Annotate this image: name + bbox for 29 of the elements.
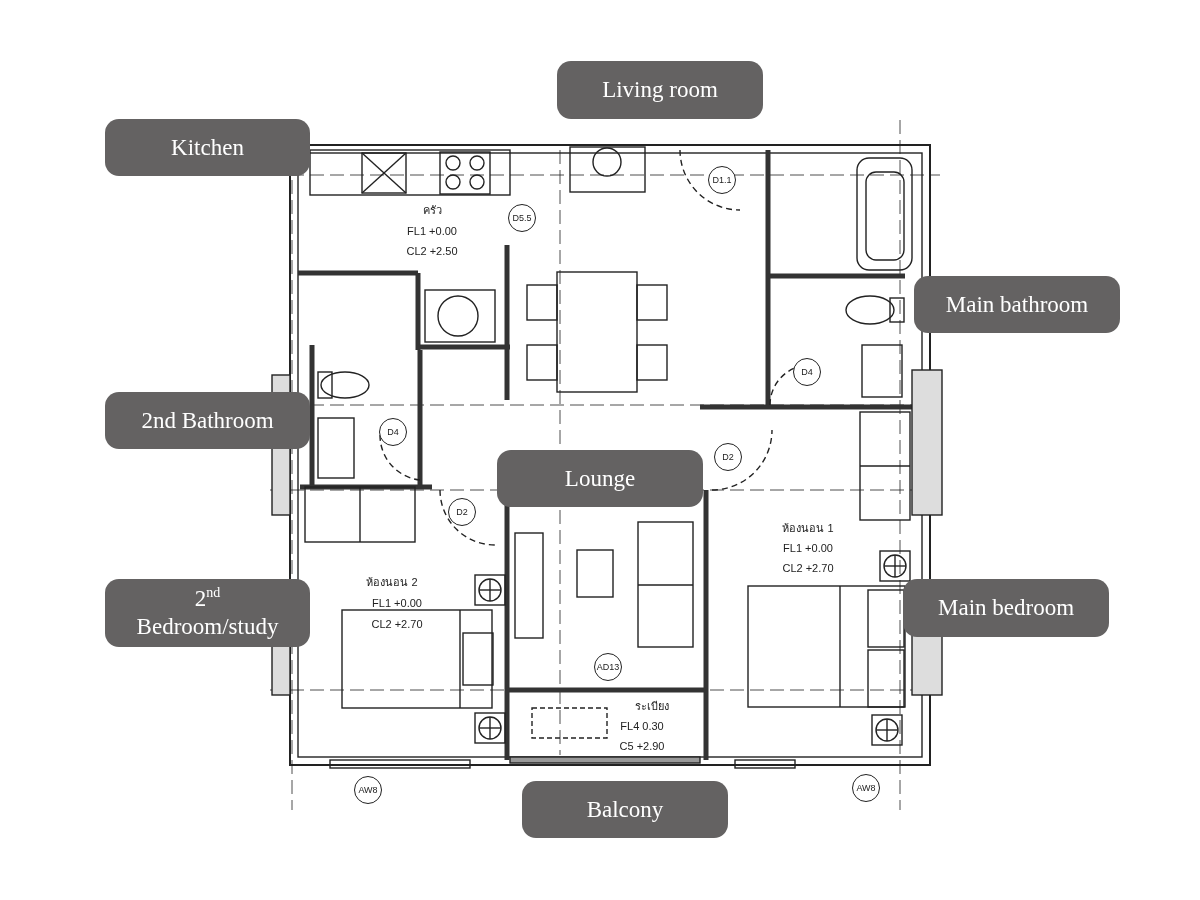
plan-annotation: ระเบียง (635, 699, 669, 714)
plan-annotation: ห้องนอน 1 (782, 521, 834, 536)
room-label: Main bathroom (914, 276, 1120, 333)
door-tag: D4 (379, 418, 407, 446)
room-label: Lounge (497, 450, 703, 507)
door-tag: D5.5 (508, 204, 536, 232)
door-tag: D2 (714, 443, 742, 471)
door-tag: AW8 (852, 774, 880, 802)
door-tag: D1.1 (708, 166, 736, 194)
plan-annotation: CL2 +2.50 (406, 245, 458, 257)
door-tag: AW8 (354, 776, 382, 804)
room-label: 2$^{nd}$ Bedroom/study (105, 579, 310, 647)
plan-annotation: C5 +2.90 (619, 740, 665, 752)
plan-annotation: FL1 +0.00 (372, 597, 422, 609)
room-label: Main bedroom (903, 579, 1109, 637)
room-label: Kitchen (105, 119, 310, 176)
room-label: 2nd Bathroom (105, 392, 310, 449)
plan-annotation: CL2 +2.70 (371, 618, 423, 630)
door-tag: AD13 (594, 653, 622, 681)
plan-annotation: ครัว (422, 203, 442, 218)
door-tag: D2 (448, 498, 476, 526)
plan-annotation: FL1 +0.00 (407, 225, 457, 237)
plan-annotation: CL2 +2.70 (782, 562, 834, 574)
plan-annotation: ห้องนอน 2 (366, 575, 418, 590)
plan-annotation: FL4 0.30 (620, 720, 664, 732)
door-tag: D4 (793, 358, 821, 386)
plan-annotation: FL1 +0.00 (783, 542, 833, 554)
room-label: Balcony (522, 781, 728, 838)
room-label: Living room (557, 61, 763, 119)
